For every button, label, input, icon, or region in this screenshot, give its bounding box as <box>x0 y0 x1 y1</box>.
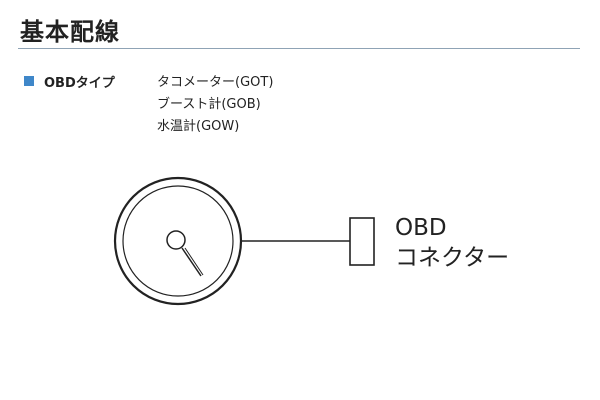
title-divider <box>18 48 580 49</box>
meter-list: タコメーター(GOT) ブースト計(GOB) 水温計(GOW) <box>157 72 273 138</box>
connector-label-connector: コネクター <box>395 245 509 271</box>
obd-type-label: OBDタイプ <box>44 76 115 91</box>
meter-item-water-temp-gauge: 水温計(GOW) <box>157 119 240 134</box>
meter-item-tachometer: タコメーター(GOT) <box>157 75 274 90</box>
meter-item-boost-gauge: ブースト計(GOB) <box>157 97 261 112</box>
connector-icon <box>349 217 375 266</box>
page-title: 基本配線 <box>20 18 120 46</box>
connector-label-obd: OBD <box>395 215 447 241</box>
gauge-icon <box>113 176 243 306</box>
section-bullet-icon <box>24 76 34 86</box>
